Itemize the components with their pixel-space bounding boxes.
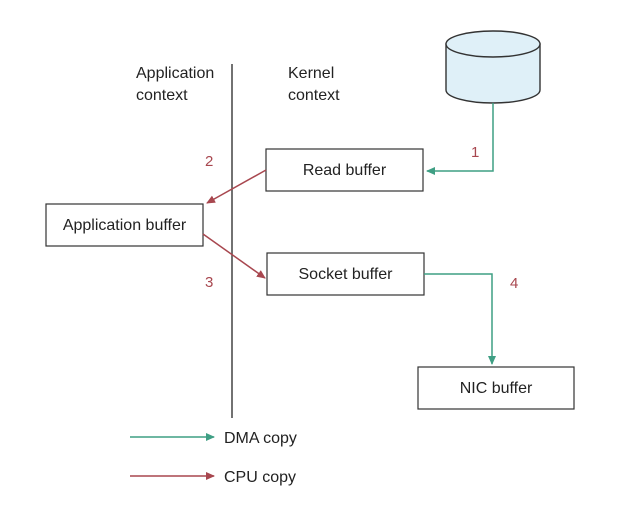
application-buffer-label: Application buffer [63,217,187,234]
legend: DMA copy CPU copy [130,430,297,486]
cpu-arrow-read-to-application-buffer [206,169,267,204]
step-1-label: 1 [471,144,479,161]
dma-arrow-disk-to-read-buffer [426,103,494,175]
cpu-arrow-application-to-socket-buffer [202,233,266,279]
application-context-label-line1: Application [136,65,214,82]
legend-cpu-label: CPU copy [224,469,296,486]
disk-icon [445,30,541,104]
nic-buffer-label: NIC buffer [460,380,533,397]
socket-buffer-box: Socket buffer [266,252,425,296]
read-buffer-label: Read buffer [303,162,387,179]
application-context-label-line2: context [136,87,188,104]
kernel-context-label-line2: context [288,87,340,104]
dma-arrow-socket-to-nic-buffer [424,273,496,365]
step-3-label: 3 [205,274,213,291]
read-buffer-box: Read buffer [265,148,424,192]
legend-dma-label: DMA copy [224,430,297,447]
kernel-context-label-line1: Kernel [288,65,334,82]
step-4-label: 4 [510,275,518,292]
step-2-label: 2 [205,153,213,170]
socket-buffer-label: Socket buffer [299,266,394,283]
application-buffer-box: Application buffer [45,203,204,247]
nic-buffer-box: NIC buffer [417,366,575,410]
